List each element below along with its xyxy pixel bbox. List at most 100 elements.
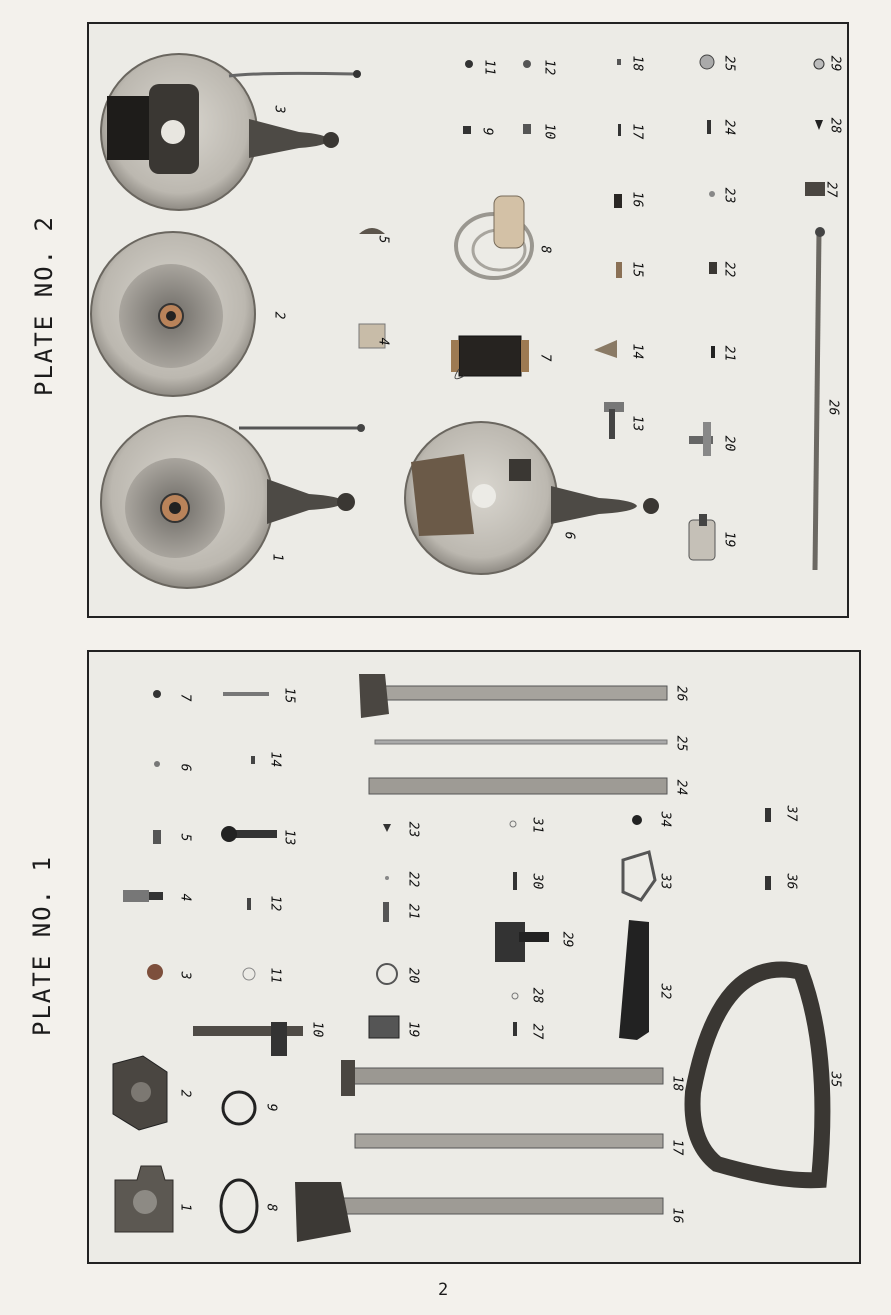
- plate1-label-7: 7: [177, 693, 193, 702]
- plate2-part-24: [707, 120, 711, 134]
- plate1-label-23: 23: [405, 821, 421, 838]
- plate2-label-21: 21: [721, 345, 737, 362]
- plate1-part-26-tube: [359, 674, 668, 718]
- plate2-label-5: 5: [375, 235, 391, 244]
- plate1-part-32-wrench: [619, 920, 649, 1040]
- plate2-label-14: 14: [629, 343, 645, 360]
- plate1-part-29: [495, 922, 549, 962]
- plate2-part-6-breaker-plate: [404, 421, 659, 575]
- plate1-label-25: 25: [673, 735, 689, 752]
- plate1-part-30: [513, 872, 517, 890]
- plate1-part-12: [247, 898, 251, 910]
- plate1-label-27: 27: [529, 1023, 545, 1040]
- plate-1-title: PLATE NO. 1: [28, 855, 56, 1036]
- plate2-part-21: [711, 346, 715, 358]
- plate1-part-5: [153, 830, 161, 844]
- plate1-label-10: 10: [309, 1021, 325, 1038]
- plate1-label-33: 33: [657, 873, 673, 890]
- plate1-part-18-tube: [341, 1060, 664, 1096]
- plate1-label-22: 22: [405, 871, 421, 888]
- plate1-label-16: 16: [669, 1207, 685, 1224]
- plate1-label-15: 15: [281, 687, 297, 704]
- plate1-part-4-spark-plug: [123, 890, 163, 902]
- plate1-part-24-tube: [368, 777, 668, 795]
- plate2-part-7-coil: [451, 335, 529, 380]
- plate2-label-26: 26: [825, 399, 841, 416]
- plate1-part-9-gasket: [221, 1090, 257, 1126]
- plate1-part-19: [368, 1015, 400, 1039]
- plate1-label-24: 24: [673, 779, 689, 796]
- plate1-part-15: [223, 692, 269, 696]
- plate1-label-11: 11: [267, 967, 283, 984]
- plate1-part-37: [765, 808, 771, 822]
- plate2-label-3: 3: [271, 105, 287, 114]
- plate2-part-2-flywheel: [90, 231, 256, 397]
- plate1-part-17-tube: [354, 1133, 664, 1149]
- plate2-label-27: 27: [823, 181, 839, 198]
- plate2-part-14: [594, 340, 617, 358]
- plate2-label-11: 11: [481, 59, 497, 76]
- plate1-label-36: 36: [783, 873, 799, 890]
- plate2-label-12: 12: [541, 59, 557, 76]
- plate1-part-35-frame: [684, 961, 831, 1189]
- plate2-label-4: 4: [375, 337, 391, 346]
- plate2-label-19: 19: [721, 531, 737, 548]
- plate2-label-10: 10: [541, 123, 557, 140]
- plate2-label-20: 20: [721, 435, 737, 452]
- plate1-part-2-crankcase: [112, 1055, 168, 1131]
- plate2-label-24: 24: [721, 119, 737, 136]
- plate1-label-6: 6: [177, 763, 193, 772]
- plate2-part-18: [617, 59, 621, 65]
- plate-2-title: PLATE NO. 2: [30, 215, 58, 396]
- plate1-part-7: [153, 690, 161, 698]
- plate2-label-6: 6: [561, 531, 577, 540]
- plate1-label-29: 29: [559, 931, 575, 948]
- plate-1-photo: 1 2 3 4 5 6 7 8 9 10 11 12 13 14 15 16 1…: [87, 650, 861, 1264]
- plate1-part-20: [376, 963, 398, 985]
- plate1-label-31: 31: [529, 817, 545, 834]
- plate1-label-12: 12: [267, 895, 283, 912]
- plate2-part-19: [688, 514, 716, 561]
- plate2-label-29: 29: [827, 55, 843, 72]
- plate2-part-15: [616, 262, 622, 278]
- plate2-label-2: 2: [271, 311, 287, 320]
- plate2-label-28: 28: [827, 117, 843, 134]
- plate1-part-22: [385, 876, 389, 880]
- plate1-label-14: 14: [267, 751, 283, 768]
- plate1-label-8: 8: [263, 1203, 279, 1212]
- plate2-label-13: 13: [629, 415, 645, 432]
- plate-2-parts-illustration: [90, 53, 825, 589]
- plate1-part-33-gasket: [621, 850, 657, 902]
- plate2-part-27: [805, 182, 825, 196]
- plate2-part-28: [815, 120, 823, 130]
- plate1-part-25-rod: [374, 739, 668, 745]
- plate1-part-36: [765, 876, 771, 890]
- plate1-part-28: [511, 992, 519, 1000]
- plate1-part-16-drive-shaft-housing: [295, 1182, 664, 1242]
- plate1-label-30: 30: [529, 873, 545, 890]
- plate2-part-26-wire: [812, 231, 822, 571]
- plate1-part-8-gasket: [219, 1178, 259, 1234]
- plate1-part-27: [513, 1022, 517, 1036]
- plate2-part-16: [614, 194, 622, 208]
- plate2-part-9: [463, 126, 471, 134]
- plate1-label-3: 3: [177, 971, 193, 980]
- plate2-label-22: 22: [721, 261, 737, 278]
- plate2-part-22: [709, 262, 717, 274]
- plate2-part-13: [604, 402, 624, 439]
- plate1-label-2: 2: [177, 1089, 193, 1098]
- plate-2-photo: 1 2 3 4 5 6 7 8 9 10 11 12 13 14 15 16 1…: [87, 22, 849, 618]
- plate2-label-23: 23: [721, 187, 737, 204]
- plate1-label-5: 5: [177, 833, 193, 842]
- plate1-part-11: [242, 967, 256, 981]
- plate1-label-20: 20: [405, 967, 421, 984]
- plate2-part-25: [699, 54, 715, 70]
- page-number: 2: [438, 1280, 449, 1300]
- plate1-label-18: 18: [669, 1075, 685, 1092]
- plate1-part-3: [147, 964, 163, 980]
- plate1-label-32: 32: [657, 983, 673, 1000]
- plate2-part-20: [689, 422, 713, 456]
- plate1-label-13: 13: [281, 829, 297, 846]
- plate2-label-17: 17: [629, 123, 645, 140]
- plate1-label-35: 35: [827, 1071, 843, 1088]
